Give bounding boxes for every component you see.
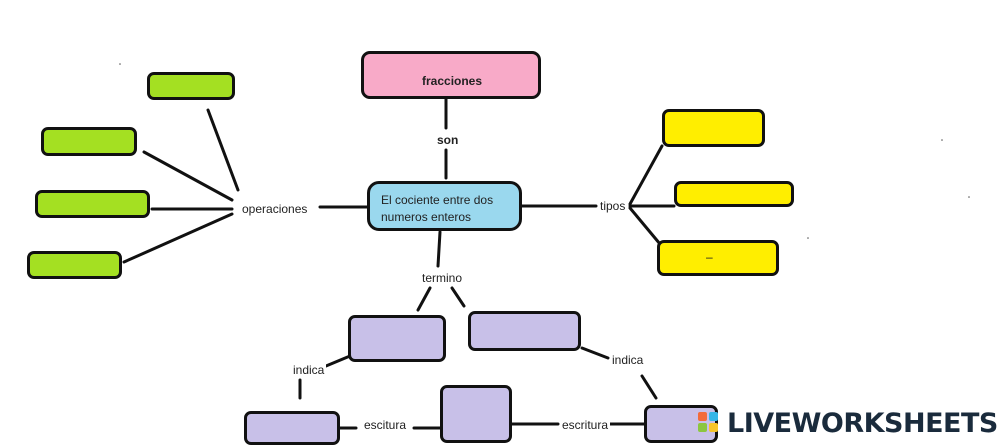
label-indica-left: indica <box>291 363 327 377</box>
connector-tipos-yellow1 <box>628 144 664 206</box>
label-escritura: escritura <box>560 418 611 432</box>
label-tipos: tipos <box>598 199 628 213</box>
connector-termino-right <box>450 286 466 308</box>
label-indica-right: indica <box>610 353 646 367</box>
logo-tile-l <box>698 412 707 421</box>
connector-tipos-yellow3 <box>628 206 662 246</box>
node-purple-right[interactable] <box>468 311 581 351</box>
label-son: son <box>435 133 461 147</box>
node-yellow-3-mark: – <box>706 250 713 264</box>
logo-tile-v <box>698 423 707 432</box>
connector-indica-right-purple <box>640 374 658 400</box>
node-fracciones-text: fracciones <box>422 74 483 88</box>
node-center-line2: numeros enteros <box>381 210 472 224</box>
connector-op-green2 <box>142 150 234 202</box>
node-purple-bottom-right[interactable] <box>644 405 718 443</box>
connector-op-green4 <box>122 212 234 264</box>
node-green-2[interactable] <box>41 127 137 156</box>
connector-termino-left <box>416 286 432 312</box>
label-termino: termino <box>420 271 465 285</box>
node-green-1[interactable] <box>147 72 235 100</box>
connector-purple-indica <box>324 354 352 368</box>
node-yellow-2[interactable] <box>674 181 794 207</box>
node-purple-left[interactable] <box>348 315 446 362</box>
node-yellow-3[interactable] <box>657 240 779 276</box>
logo-text: LIVEWORKSHEETS <box>727 408 998 439</box>
node-center <box>367 181 522 231</box>
label-operaciones: operaciones <box>240 202 310 216</box>
connector-op-green1 <box>206 108 240 192</box>
node-purple-bottom-center[interactable] <box>440 385 512 443</box>
node-green-4[interactable] <box>27 251 122 279</box>
node-yellow-1[interactable] <box>662 109 765 147</box>
logo-tile-i <box>709 412 718 421</box>
connector-center-termino <box>436 230 442 268</box>
node-green-3[interactable] <box>35 190 150 218</box>
node-center-line1: El cociente entre dos <box>381 193 494 207</box>
node-purple-bottom-left[interactable] <box>244 411 340 445</box>
connector-purple-indica-right <box>580 346 610 360</box>
node-fracciones <box>361 51 541 99</box>
logo-tile-e <box>709 423 718 432</box>
label-escitura: escitura <box>362 418 409 432</box>
